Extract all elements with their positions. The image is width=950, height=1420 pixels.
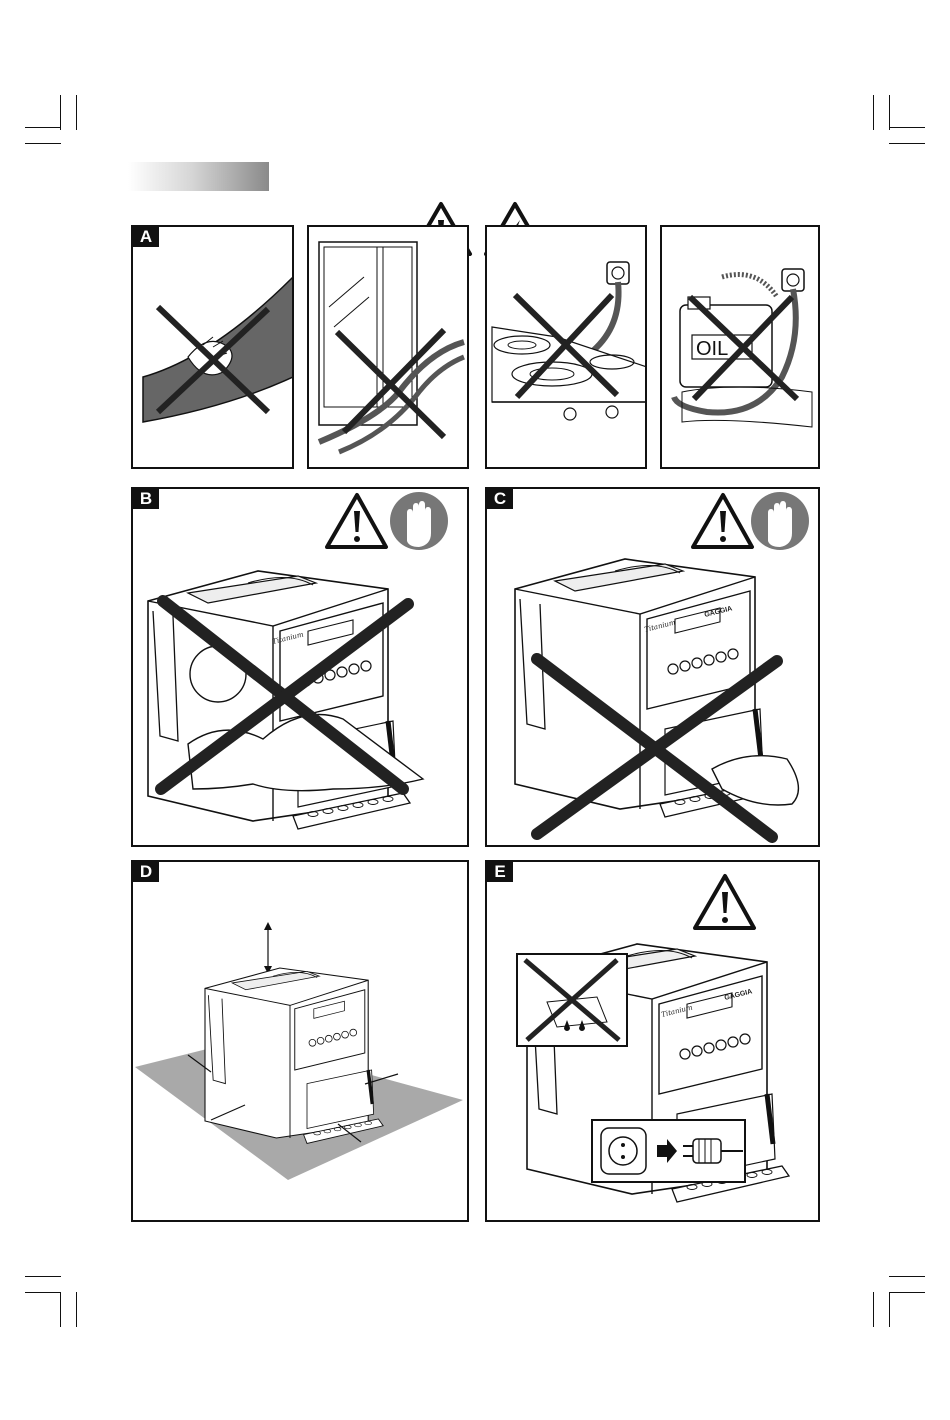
stop-hand-icon — [751, 492, 809, 550]
wall-socket-icon — [601, 1128, 646, 1174]
unplug-inset — [592, 1120, 745, 1182]
warning-triangle-icon — [327, 495, 386, 547]
panel-a-door-cable — [307, 225, 469, 469]
panel-b-child-warning: B Titanium — [131, 487, 469, 847]
wall-socket-icon — [782, 269, 804, 291]
panel-a-hands-wet: A — [131, 225, 294, 469]
panel-e-unplug: E Titanium GAGGIA — [485, 860, 820, 1222]
header-gradient-bar — [128, 162, 269, 191]
oil-can-label: OIL — [696, 338, 728, 360]
panel-d-clearance: D — [131, 860, 469, 1222]
panel-a-oil-can: OIL — [660, 225, 820, 469]
warning-triangle-icon — [695, 876, 754, 928]
panel-c-cleaning-warning: C Titanium GAGGIA — [485, 487, 820, 847]
panel-a-hot-stove — [485, 225, 647, 469]
warning-triangle-icon — [693, 495, 752, 547]
wall-socket-icon — [607, 262, 629, 284]
stop-hand-icon — [390, 492, 448, 550]
no-water-inset — [517, 954, 627, 1046]
